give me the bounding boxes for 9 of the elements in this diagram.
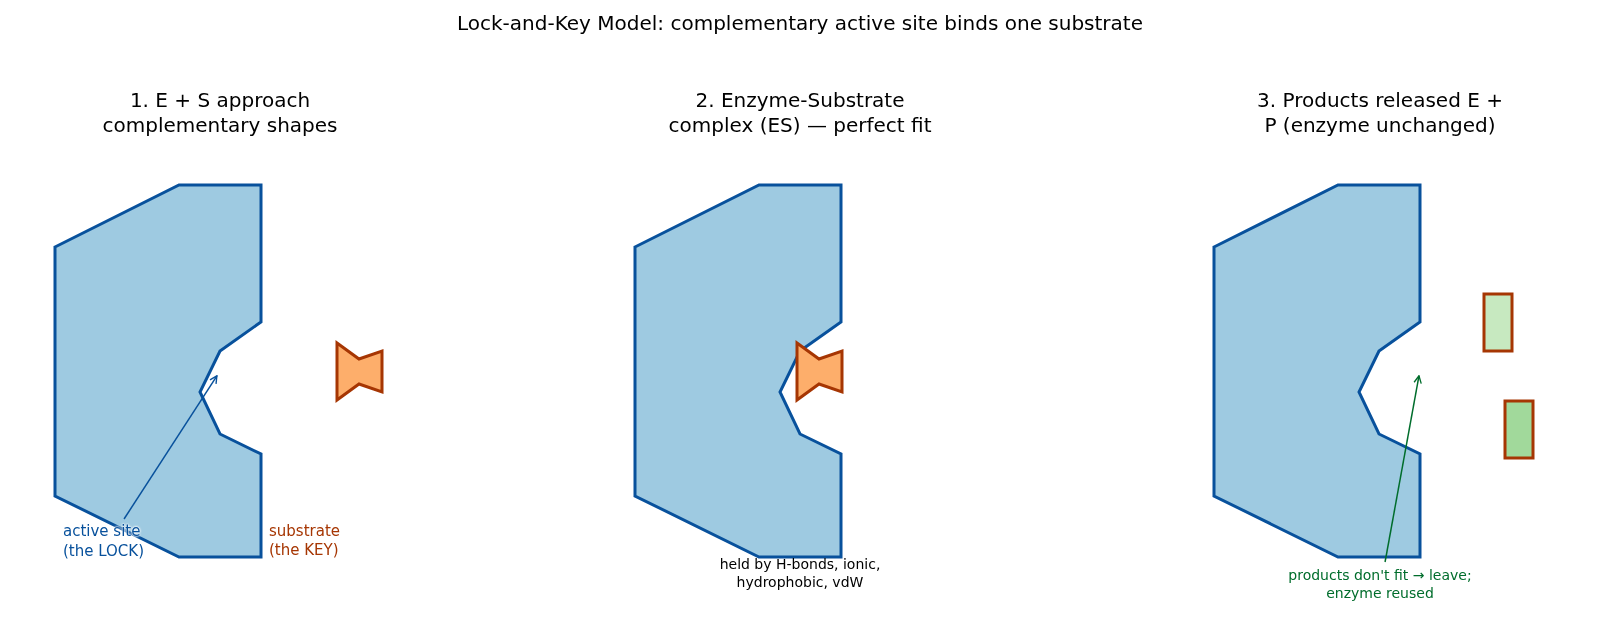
annotation-text: products don't fit → leave; enzyme reused (1270, 566, 1490, 603)
leader-arrow (1384, 375, 1422, 563)
leader-arrow (123, 375, 218, 520)
panel-heading: 3. Products released E + P (enzyme unchanged) (1256, 88, 1504, 138)
panel-heading: 1. E + S approach complementary shapes (101, 88, 339, 138)
bond-note: held by H-bonds, ionic, hydrophobic, vdW (718, 556, 882, 591)
substrate-annotation: substrate (the KEY) (269, 522, 341, 560)
panel-heading: 2. Enzyme-Substrate complex (ES) — perfect fit (667, 88, 933, 138)
diagram-title: Lock-and-Key Model: complementary active site binds one substrate (456, 11, 1144, 36)
